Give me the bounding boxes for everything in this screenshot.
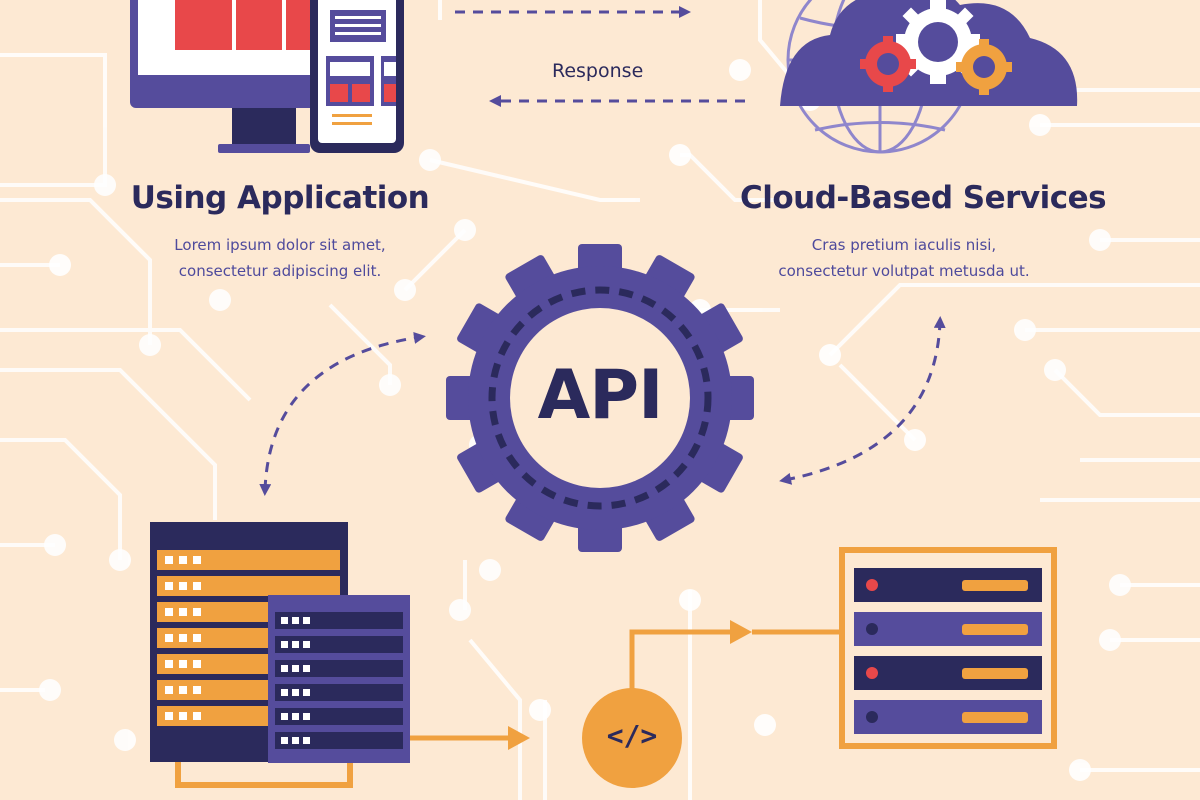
rack-status-light xyxy=(866,667,878,679)
phone-icon xyxy=(310,0,404,153)
code-flow-lines xyxy=(410,629,740,741)
database-rack-icon xyxy=(839,547,1057,749)
cloud-services-title: Cloud-Based Services xyxy=(740,180,1107,216)
server-light xyxy=(303,617,310,624)
server-light xyxy=(179,634,187,642)
server-light xyxy=(292,689,299,696)
using-application-desc-line2: consectetur adipiscing elit. xyxy=(178,262,382,280)
response-label: Response xyxy=(552,60,644,82)
cloud-api-arrow xyxy=(779,316,946,485)
server-row xyxy=(157,576,340,596)
server-light xyxy=(292,665,299,672)
server-light xyxy=(179,712,187,720)
rack-status-light xyxy=(866,711,878,723)
server-light xyxy=(193,634,201,642)
server-light xyxy=(193,712,201,720)
rack-status-light xyxy=(866,579,878,591)
server-light xyxy=(179,556,187,564)
server-light xyxy=(193,686,201,694)
server-light xyxy=(303,689,310,696)
server-light xyxy=(165,712,173,720)
server-light xyxy=(165,686,173,694)
rack-drive-slot xyxy=(962,668,1028,679)
server-light xyxy=(165,660,173,668)
server-light xyxy=(292,617,299,624)
server-light xyxy=(292,737,299,744)
server-row xyxy=(275,684,403,701)
server-light xyxy=(179,686,187,694)
server-light xyxy=(281,737,288,744)
server-light xyxy=(193,582,201,590)
using-application-description: Lorem ipsum dolor sit amet, consectetur … xyxy=(130,232,430,284)
server-light xyxy=(281,713,288,720)
server-stack-icon xyxy=(150,522,410,788)
server-light xyxy=(165,556,173,564)
api-gear-icon xyxy=(446,244,754,552)
server-light xyxy=(193,556,201,564)
server-light xyxy=(179,660,187,668)
server-light xyxy=(292,641,299,648)
server-light xyxy=(281,617,288,624)
server-light xyxy=(303,737,310,744)
server-light xyxy=(303,641,310,648)
server-row xyxy=(275,636,403,653)
server-row xyxy=(275,732,403,749)
server-row xyxy=(275,612,403,629)
server-light xyxy=(165,608,173,616)
server-light xyxy=(193,660,201,668)
code-icon xyxy=(582,688,682,788)
code-symbol-label: </> xyxy=(606,719,658,752)
server-light xyxy=(303,713,310,720)
app-api-arrow xyxy=(259,331,426,496)
server-light xyxy=(165,634,173,642)
cloud-services-desc-line2: consectetur volutpat metusda ut. xyxy=(778,262,1030,280)
using-application-desc-line1: Lorem ipsum dolor sit amet, xyxy=(174,236,386,254)
server-light xyxy=(303,665,310,672)
server-light xyxy=(165,582,173,590)
server-row xyxy=(275,708,403,725)
server-light xyxy=(281,689,288,696)
rack-drive-slot xyxy=(962,580,1028,591)
server-row xyxy=(275,660,403,677)
rack-status-light xyxy=(866,623,878,635)
server-light xyxy=(281,665,288,672)
server-light xyxy=(179,582,187,590)
server-light xyxy=(281,641,288,648)
rack-drive-slot xyxy=(962,624,1028,635)
rack-drive-slot xyxy=(962,712,1028,723)
server-light xyxy=(292,713,299,720)
using-application-title: Using Application xyxy=(130,180,430,216)
server-light xyxy=(179,608,187,616)
cloud-services-description: Cras pretium iaculis nisi, consectetur v… xyxy=(740,232,1068,284)
server-light xyxy=(193,608,201,616)
server-row xyxy=(157,550,340,570)
cloud-gears-icon xyxy=(780,0,1078,154)
api-label: API xyxy=(537,356,664,435)
cloud-services-desc-line1: Cras pretium iaculis nisi, xyxy=(811,236,997,254)
